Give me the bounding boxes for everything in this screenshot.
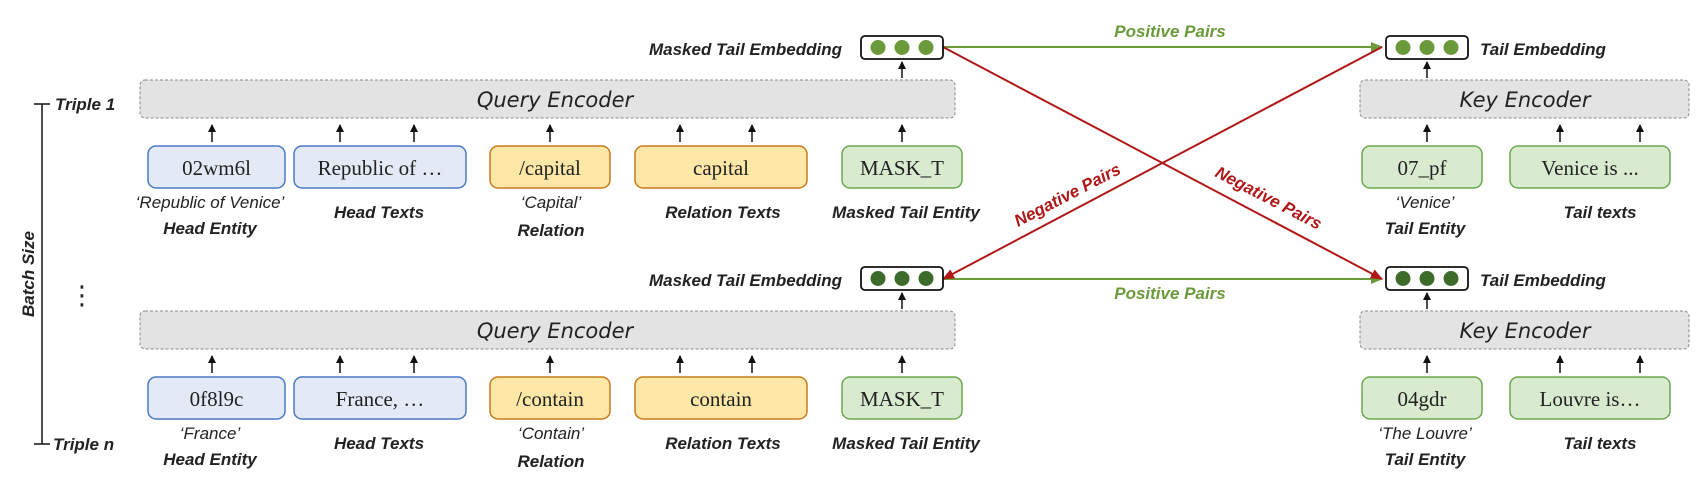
- ellipsis-vertical: ⋮: [69, 281, 95, 311]
- head-entity-box: [147, 376, 286, 420]
- relation-box: [489, 376, 611, 420]
- masked-tail-entity-caption: Masked Tail Entity: [832, 434, 981, 453]
- tail-entity-caption: Tail Entity: [1385, 450, 1467, 469]
- head-texts-box-text: Republic of …: [318, 156, 443, 180]
- relation-texts-caption: Relation Texts: [665, 203, 781, 222]
- tail-name-caption: ‘Venice’: [1396, 193, 1455, 212]
- masked-tail-box: [841, 145, 963, 189]
- embedding-dot: [1419, 271, 1435, 286]
- relation-name-caption: ‘Contain’: [518, 424, 584, 443]
- tail-embedding-label: Tail Embedding: [1480, 40, 1607, 59]
- query-encoder-label: Query Encoder: [477, 319, 635, 343]
- head-entity-box-text: 02wm6l: [182, 156, 251, 180]
- relation-texts-box-text: contain: [690, 387, 752, 411]
- masked-tail-box-text: MASK_T: [860, 387, 944, 411]
- embedding-dot: [1419, 40, 1435, 55]
- head-texts-caption: Head Texts: [334, 434, 424, 453]
- embedding-dot: [894, 40, 910, 55]
- key-encoder-label: Key Encoder: [1460, 88, 1592, 112]
- embedding-dot: [870, 271, 886, 286]
- triple-row-1: Query Encoder Key Encoder 02wm6l Republic o…: [136, 35, 1690, 240]
- tail-texts-caption: Tail texts: [1563, 434, 1636, 453]
- tail-embedding-label: Tail Embedding: [1480, 271, 1607, 290]
- tail-texts-box: [1509, 145, 1671, 189]
- head-entity-box-text: 0f8l9c: [190, 387, 244, 411]
- embedding-dot: [870, 40, 886, 55]
- negative-pairs-label-1: Negative Pairs: [1011, 160, 1124, 231]
- head-texts-box: [293, 145, 467, 189]
- embedding-dot: [1443, 271, 1459, 286]
- head-name-caption: ‘France’: [180, 424, 241, 443]
- relation-box: [489, 145, 611, 189]
- tail-name-caption: ‘The Louvre’: [1378, 424, 1472, 443]
- key-encoder: [1359, 79, 1690, 119]
- relation-texts-box: [634, 145, 808, 189]
- tail-entity-box-text: 07_pf: [1398, 156, 1447, 180]
- relation-caption: Relation: [517, 452, 584, 471]
- positive-pairs-label-2: Positive Pairs: [1114, 284, 1226, 303]
- relation-caption: Relation: [517, 221, 584, 240]
- tail-entity-caption: Tail Entity: [1385, 219, 1467, 238]
- embedding-dot: [1395, 271, 1411, 286]
- query-encoder-label: Query Encoder: [477, 88, 635, 112]
- masked-tail-embedding-label: Masked Tail Embedding: [649, 271, 843, 290]
- embedding-dot: [894, 271, 910, 286]
- masked-tail-box-text: MASK_T: [860, 156, 944, 180]
- triple-first-label: Triple 1: [55, 95, 115, 114]
- relation-box-text: /contain: [516, 387, 584, 411]
- triple-last-label: Triple n: [53, 435, 114, 454]
- batch-size-label: Batch Size: [19, 231, 38, 317]
- embedding-dot: [1443, 40, 1459, 55]
- relation-texts-box: [634, 376, 808, 420]
- positive-pairs-label-1: Positive Pairs: [1114, 22, 1226, 41]
- masked-tail-box: [841, 376, 963, 420]
- head-entity-caption: Head Entity: [163, 450, 258, 469]
- head-entity-caption: Head Entity: [163, 219, 258, 238]
- tail-entity-box: [1361, 145, 1483, 189]
- negative-pair-arrow-2: [942, 46, 1383, 280]
- tail-texts-box: [1509, 376, 1671, 420]
- tail-texts-caption: Tail texts: [1563, 203, 1636, 222]
- head-texts-box: [293, 376, 467, 420]
- embedding-dot: [918, 271, 934, 286]
- tail-entity-box: [1361, 376, 1483, 420]
- embedding-dot: [918, 40, 934, 55]
- relation-box-text: /capital: [519, 156, 581, 180]
- head-entity-box: [147, 145, 286, 189]
- key-encoder-label: Key Encoder: [1460, 319, 1592, 343]
- embedding-dot: [1395, 40, 1411, 55]
- tail-entity-box-text: 04gdr: [1398, 387, 1447, 411]
- triple-row-n: Query Encoder Key Encoder 0f8l9c France, … /…: [139, 266, 1690, 471]
- relation-name-caption: ‘Capital’: [521, 193, 582, 212]
- head-texts-caption: Head Texts: [334, 203, 424, 222]
- tail-texts-box-text: Louvre is…: [1540, 387, 1641, 411]
- masked-tail-embedding-label: Masked Tail Embedding: [649, 40, 843, 59]
- relation-texts-box-text: capital: [693, 156, 749, 180]
- tail-texts-box-text: Venice is ...: [1541, 156, 1638, 180]
- head-texts-box-text: France, …: [336, 387, 425, 411]
- key-encoder: [1359, 310, 1690, 350]
- query-encoder: [139, 79, 956, 119]
- head-name-caption: ‘Republic of Venice’: [136, 193, 285, 212]
- query-encoder: [139, 310, 956, 350]
- masked-tail-entity-caption: Masked Tail Entity: [832, 203, 981, 222]
- relation-texts-caption: Relation Texts: [665, 434, 781, 453]
